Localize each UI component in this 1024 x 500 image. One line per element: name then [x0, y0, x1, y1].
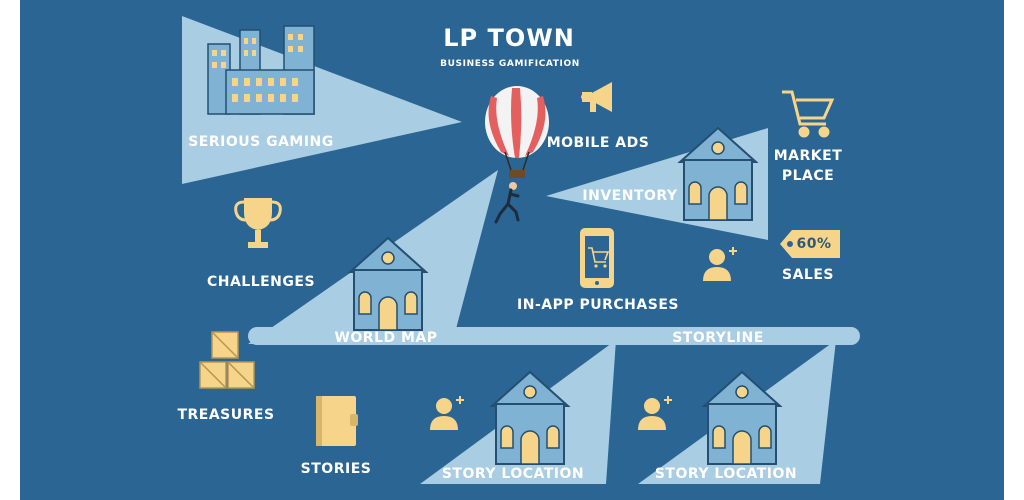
infographic-canvas: LP TOWN BUSINESS GAMIFICATION SERIOUS GA… — [20, 0, 1004, 500]
world-map-label: WORLD MAP — [334, 330, 438, 346]
wooden-crates-icon — [199, 331, 255, 389]
in-app-purchases-label: IN-APP PURCHASES — [517, 297, 679, 313]
inventory-label: INVENTORY — [582, 188, 678, 204]
page-subtitle: BUSINESS GAMIFICATION — [440, 59, 580, 69]
runner-icon — [494, 182, 520, 224]
market-place-label: MARKET PLACE — [773, 148, 843, 184]
story-location-label-1: STORY LOCATION — [441, 466, 585, 482]
serious-gaming-label: SERIOUS GAMING — [188, 134, 334, 150]
smartphone-cart-icon — [580, 228, 614, 288]
price-tag-icon — [780, 230, 840, 258]
user-add-icon-2 — [429, 395, 465, 431]
trophy-icon — [234, 198, 282, 248]
shopping-cart-icon — [782, 90, 835, 138]
sales-label: SALES — [782, 267, 834, 283]
megaphone-icon — [581, 82, 612, 112]
user-add-icon-3 — [637, 395, 673, 431]
story-location-label-2: STORY LOCATION — [654, 466, 798, 482]
challenges-label: CHALLENGES — [206, 274, 316, 290]
stories-label: STORIES — [300, 461, 372, 477]
storyline-path — [248, 327, 860, 345]
hot-air-balloon-icon — [485, 86, 549, 178]
story-location-house-icon-2 — [703, 371, 781, 465]
city-buildings-icon — [207, 25, 315, 115]
treasures-label: TREASURES — [177, 407, 275, 423]
mobile-ads-label: MOBILE ADS — [546, 135, 650, 151]
user-add-icon-1 — [702, 246, 738, 282]
price-tag-value: 60% — [796, 236, 832, 252]
book-icon — [316, 396, 358, 446]
storyline-label: STORYLINE — [672, 330, 764, 346]
page-title: LP TOWN — [443, 24, 575, 52]
infographic-graphics — [182, 16, 860, 484]
